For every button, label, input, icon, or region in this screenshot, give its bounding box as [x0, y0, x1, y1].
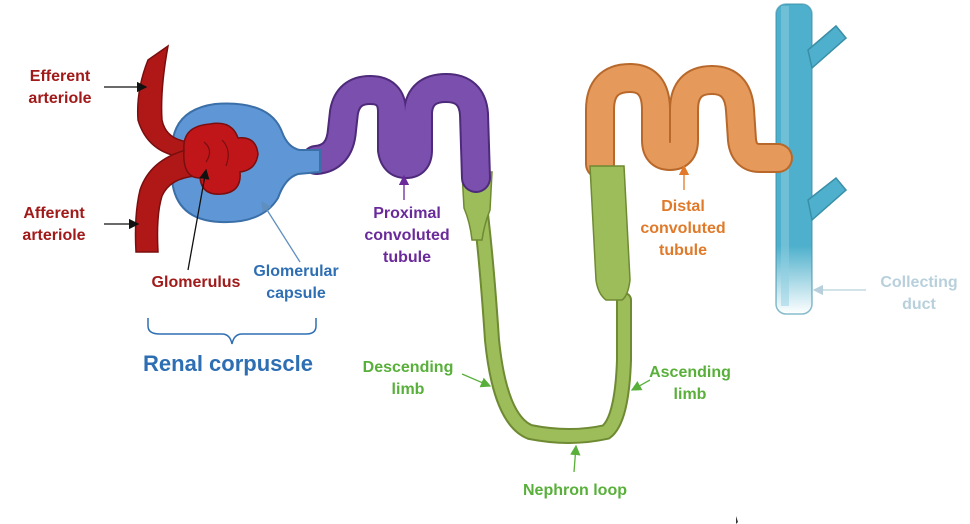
proximal-tubule-label: Proximal convoluted tubule: [352, 203, 462, 269]
proximal-line-3: tubule: [383, 249, 431, 266]
descending-line-2: limb: [391, 381, 425, 398]
nephron-loop-tubule: [461, 165, 632, 444]
loop-pointer: [570, 444, 581, 473]
distal-convoluted-tubule: [585, 63, 793, 179]
distal-line-1: Distal: [661, 198, 705, 215]
afferent-arteriole-label: Afferent arteriole: [14, 203, 94, 247]
glomerulus-label: Glomerulus: [146, 272, 246, 294]
descending-line-1: Descending: [362, 359, 454, 376]
collecting-duct-label: Collecting duct: [870, 272, 968, 316]
efferent-arteriole-label: Efferent arteriole: [20, 66, 100, 110]
renal-corpuscle-label: Renal corpuscle: [138, 350, 318, 378]
arterioles-and-glomerulus: [134, 44, 259, 253]
collecting-line-1: Collecting: [880, 274, 958, 291]
distal-tubule-label: Distal convoluted tubule: [628, 196, 738, 262]
efferent-line-1: Efferent: [29, 68, 91, 85]
proximal-line-2: convoluted: [364, 227, 450, 244]
afferent-line-2: arteriole: [22, 227, 86, 244]
efferent-line-2: arteriole: [28, 90, 92, 107]
afferent-line-1: Afferent: [23, 205, 85, 222]
glomerular-capsule-label: Glomerular capsule: [248, 261, 344, 305]
descending-limb-label: Descending limb: [358, 357, 458, 401]
glomerulus-text: Glomerulus: [151, 274, 241, 291]
collecting-line-2: duct: [902, 296, 936, 313]
cursor-icon: [736, 516, 738, 524]
renal-corpuscle-bracket: [147, 318, 317, 345]
capsule-line-1: Glomerular: [253, 263, 339, 280]
distal-line-3: tubule: [659, 242, 707, 259]
ascending-pointer: [630, 379, 651, 391]
distal-line-2: convoluted: [640, 220, 726, 237]
renal-corpuscle-text: Renal corpuscle: [143, 351, 313, 376]
capsule-line-2: capsule: [266, 285, 326, 302]
ascending-limb-label: Ascending limb: [642, 362, 738, 406]
ascending-line-1: Ascending: [649, 364, 731, 381]
proximal-line-1: Proximal: [373, 205, 441, 222]
ascending-line-2: limb: [673, 386, 707, 403]
capsule-pointer: [261, 200, 301, 263]
nephron-loop-label: Nephron loop: [510, 480, 640, 502]
nephron-loop-text: Nephron loop: [523, 482, 627, 499]
proximal-convoluted-tubule: [301, 73, 491, 193]
descending-pointer: [461, 373, 492, 388]
glomerulus-pointer: [187, 168, 210, 271]
